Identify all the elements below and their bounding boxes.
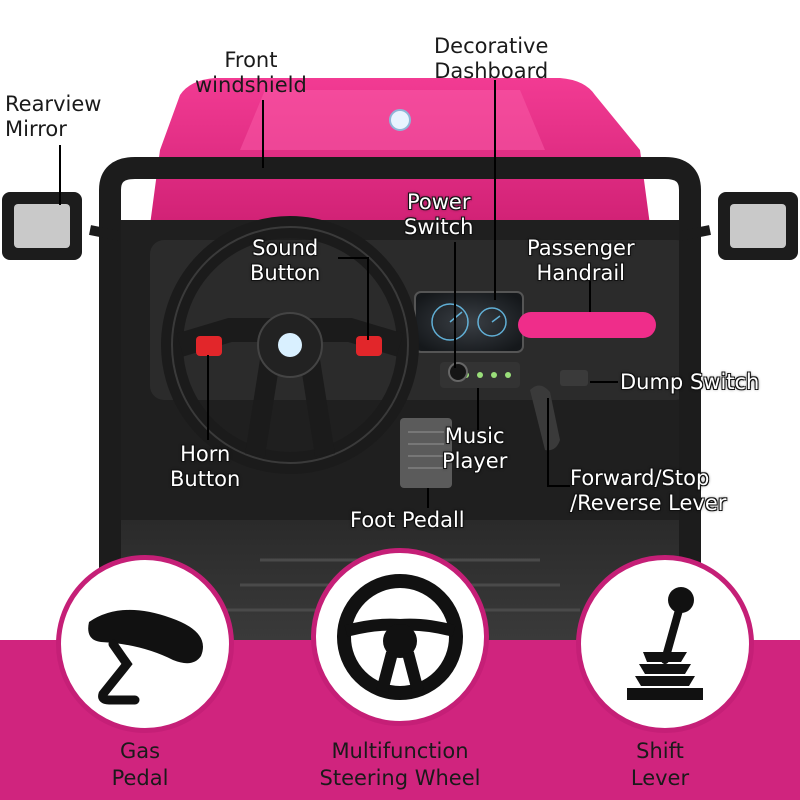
callout-rearview-mirror: Rearview Mirror — [5, 92, 101, 142]
shift-lever-circle — [576, 555, 754, 733]
callout-line: Forward/Stop — [570, 466, 710, 490]
callout-line: Decorative — [434, 34, 549, 58]
callout-line: Horn — [180, 442, 231, 466]
callout-line: Front — [224, 48, 278, 72]
callout-horn-button: Horn Button — [170, 442, 240, 492]
passenger-handrail — [518, 312, 656, 338]
callout-line: windshield — [195, 73, 307, 97]
callout-line: Button — [250, 261, 321, 285]
feature-label-shift-lever: Shift Lever — [610, 738, 710, 792]
power-switch-knob — [448, 362, 468, 382]
callout-line: Passenger — [527, 236, 635, 260]
gas-pedal-circle — [56, 555, 234, 733]
hood-emblem — [389, 109, 411, 131]
foot-pedal — [400, 418, 452, 488]
callout-line: Sound — [252, 236, 319, 260]
steering-wheel-icon — [337, 574, 463, 700]
gas-pedal-icon — [88, 609, 203, 705]
feature-line: Lever — [630, 766, 690, 790]
callout-line: Button — [170, 467, 241, 491]
callout-line: Dashboard — [434, 59, 549, 83]
callout-line: Player — [442, 449, 508, 473]
callout-line: Rearview — [5, 92, 102, 116]
rearview-mirror-right — [718, 192, 798, 260]
callout-front-windshield: Front windshield — [195, 48, 307, 98]
product-photo — [2, 78, 798, 640]
steering-wheel-circle — [311, 548, 489, 726]
feature-label-gas-pedal: Gas Pedal — [90, 738, 190, 792]
forward-reverse-lever — [530, 385, 560, 451]
callout-sound-button: Sound Button — [250, 236, 320, 286]
sound-button-red — [356, 336, 382, 356]
feature-line: Gas — [119, 739, 161, 763]
callout-decorative-dashboard: Decorative Dashboard — [434, 34, 548, 84]
feature-line: Steering Wheel — [319, 766, 481, 790]
callout-leader-lines — [59, 80, 618, 508]
dump-switch — [560, 370, 588, 386]
horn-button-red — [196, 336, 222, 356]
shift-lever-icon — [627, 587, 703, 700]
callout-forward-stop-reverse-lever: Forward/Stop /Reverse Lever — [570, 466, 726, 516]
feature-line: Shift — [636, 739, 684, 763]
wheel-emblem — [278, 333, 302, 357]
feature-label-steering-wheel: Multifunction Steering Wheel — [290, 738, 510, 792]
callout-passenger-handrail: Passenger Handrail — [527, 236, 635, 286]
rearview-mirror-left — [2, 192, 82, 260]
callout-line: Foot Pedall — [350, 508, 465, 532]
callout-line: Handrail — [536, 261, 626, 285]
callout-line: Dump Switch — [620, 370, 760, 394]
feature-line: Pedal — [111, 766, 169, 790]
callout-line: Switch — [404, 215, 474, 239]
dashboard-screen — [414, 291, 524, 353]
callout-line: Mirror — [5, 117, 67, 141]
callout-foot-pedal: Foot Pedall — [350, 508, 465, 533]
callout-line: Music — [444, 424, 505, 448]
callout-line: /Reverse Lever — [570, 491, 727, 515]
feature-line: Multifunction — [331, 739, 469, 763]
callout-dump-switch: Dump Switch — [620, 370, 759, 395]
ride-on-car-illustration — [2, 78, 798, 640]
steering-wheel — [161, 216, 419, 474]
callout-music-player: Music Player — [442, 424, 507, 474]
callout-line: Power — [406, 190, 471, 214]
roll-bar — [99, 157, 701, 235]
callout-power-switch: Power Switch — [404, 190, 473, 240]
